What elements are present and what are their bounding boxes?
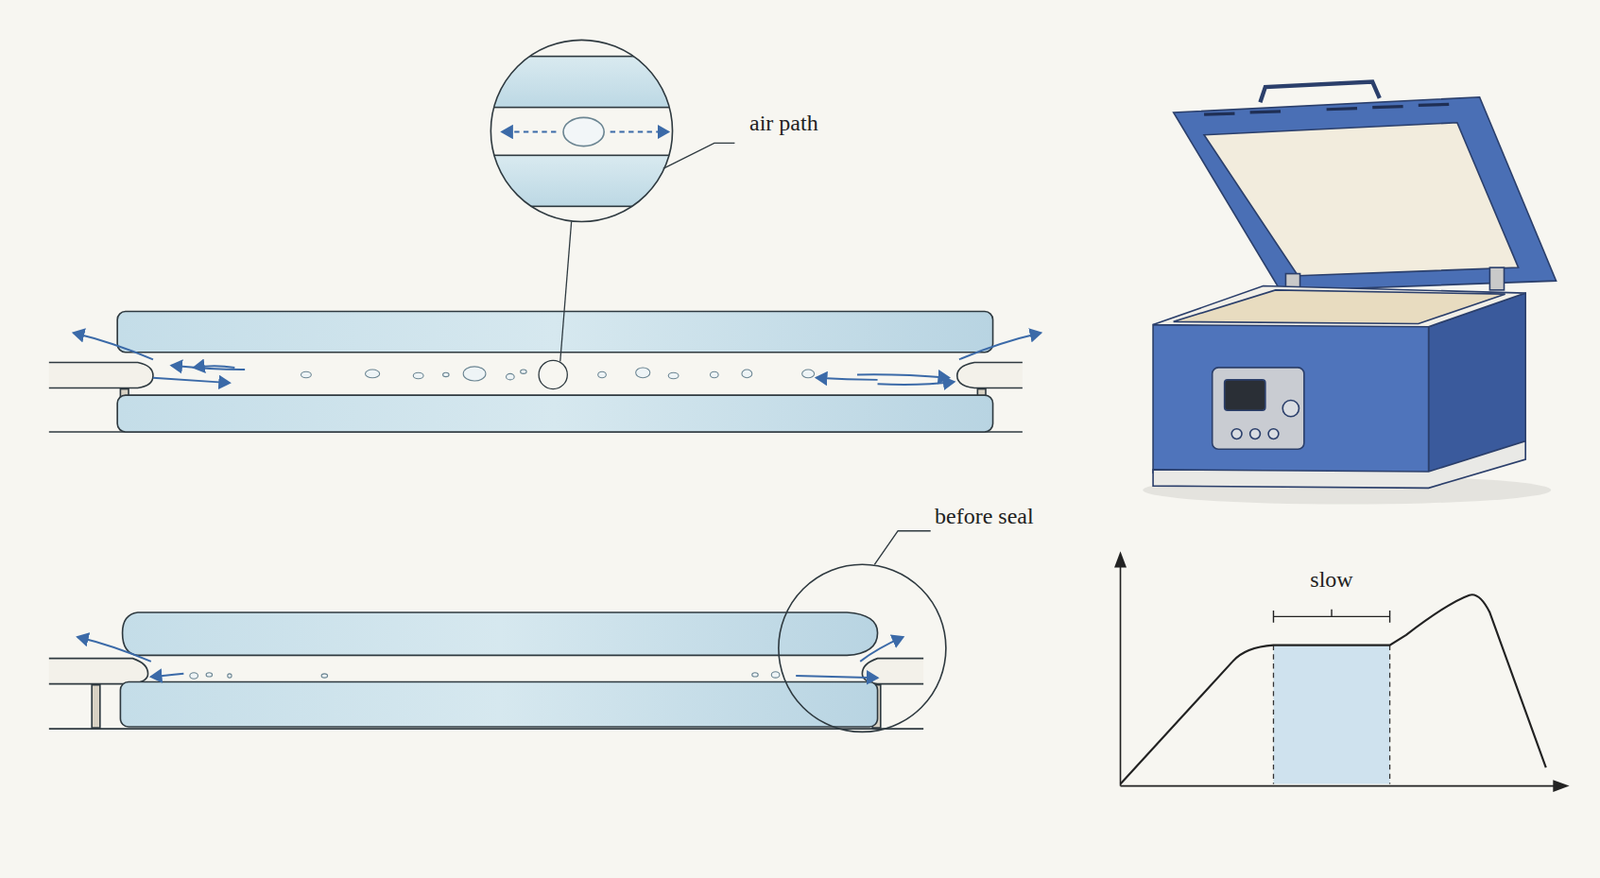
callout-label: air path [746,109,822,138]
top-laminate [49,222,1041,432]
magnifier [479,38,735,223]
vacuum-press [1142,82,1556,505]
callout-label: slow [1307,566,1356,594]
chart [1114,550,1570,792]
callout-label: before seal [931,502,1037,531]
bottom-laminate [49,531,947,733]
